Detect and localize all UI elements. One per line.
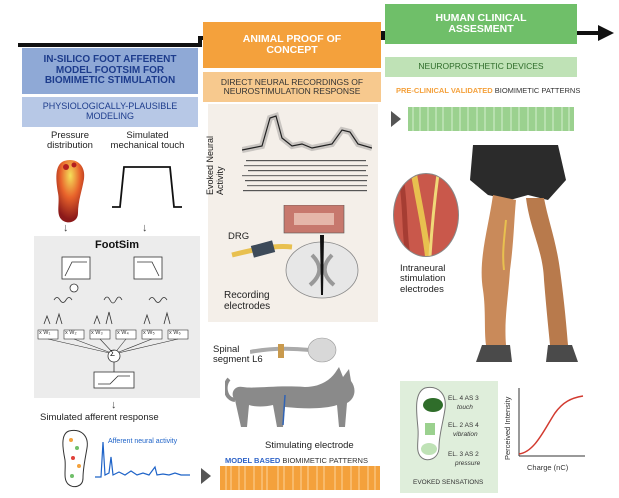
animal-pattern-prefix: MODEL BASED [225, 456, 281, 465]
touch-label: Simulated mechanical touch [110, 130, 185, 152]
animal-subtitle-box: DIRECT NEURAL RECORDINGS OF NEUROSTIMULA… [203, 72, 381, 102]
weight-1: x W₁ [39, 330, 51, 336]
spinal-segment-image [250, 337, 337, 363]
animal-title: ANIMAL PROOF OF CONCEPT [242, 32, 342, 56]
silico-subtitle-box: PHYSIOLOGICALLY-PLAUSIBLE MODELING [22, 97, 198, 127]
afferent-foot-image [62, 429, 88, 488]
silico-subtitle: PHYSIOLOGICALLY-PLAUSIBLE MODELING [42, 101, 178, 121]
human-subtitle-box: NEUROPROSTHETIC DEVICES [385, 57, 577, 77]
afferent-activity-trace [95, 441, 190, 478]
spinal-cord-image [231, 205, 359, 299]
sensation-foot-image [416, 386, 446, 461]
stim-label: Stimulating electrode [265, 440, 354, 451]
human-pattern-caption: PRE-CLINICAL VALIDATED BIOMIMETIC PATTER… [396, 86, 580, 95]
drg-label: DRG [228, 231, 250, 242]
intensity-y-label: Perceived Intensity [503, 396, 512, 460]
play-arrow-animal [201, 468, 211, 484]
el1-label: EL. 4 AS 3 [448, 395, 479, 402]
pressure-label: Pressure distribution [47, 130, 93, 152]
sum-symbol: Σ [110, 349, 115, 358]
footsim-label: FootSim [95, 239, 139, 251]
down-arrow-right: ↓ [142, 222, 148, 234]
silico-title: IN-SILICO FOOT AFFERENT MODEL FOOTSIM FO… [43, 54, 177, 87]
animal-pattern-caption: MODEL BASED BIOMIMETIC PATTERNS [225, 456, 368, 465]
human-pattern-bar [408, 107, 574, 131]
mechanical-touch-trace [112, 166, 182, 208]
human-title: HUMAN CLINICAL ASSESMENT [435, 11, 527, 35]
recording-label: Recording electrodes [224, 290, 271, 312]
sensations-panel [400, 381, 498, 493]
down-arrow-response: ↓ [111, 399, 117, 411]
response-label: Simulated afferent response [40, 412, 159, 423]
human-pattern-suffix: BIOMIMETIC PATTERNS [494, 86, 581, 95]
human-subtitle: NEUROPROSTHETIC DEVICES [418, 61, 544, 72]
spinal-label: Spinal segment L6 [213, 344, 263, 366]
weight-2: x W₂ [65, 330, 77, 336]
el2-label: EL. 2 AS 4 [448, 422, 479, 429]
weight-4: x W₄ [117, 330, 129, 336]
intensity-x-label: Charge (nC) [527, 463, 569, 472]
activity-label: Afferent neural activity [108, 438, 178, 445]
intraneural-inset [393, 173, 459, 257]
animal-subtitle: DIRECT NEURAL RECORDINGS OF NEUROSTIMULA… [220, 76, 364, 96]
pressure-foot-image [56, 159, 85, 223]
human-title-box: HUMAN CLINICAL ASSESMENT [385, 4, 577, 44]
evoked-activity-plot [242, 112, 372, 192]
evoked-sensations-label: EVOKED SENSATIONS [413, 479, 484, 486]
intraneural-label: Intraneural stimulation electrodes [400, 263, 446, 295]
weight-6: x W₆ [169, 330, 181, 336]
weight-5: x W₅ [143, 330, 155, 336]
el1-sub: touch [457, 404, 473, 411]
down-arrow-left: ↓ [63, 222, 69, 234]
human-pattern-prefix: PRE-CLINICAL VALIDATED [396, 86, 493, 95]
el3-label: EL. 3 AS 2 [448, 451, 479, 458]
silico-title-box: IN-SILICO FOOT AFFERENT MODEL FOOTSIM FO… [22, 48, 198, 94]
weight-3: x W₃ [91, 330, 103, 336]
evoked-label: Evoked Neural Activity [205, 135, 225, 195]
animal-title-box: ANIMAL PROOF OF CONCEPT [203, 22, 381, 68]
animal-pattern-bar [220, 466, 380, 490]
footsim-diagram [37, 256, 189, 389]
animal-pattern-suffix: BIOMIMETIC PATTERNS [282, 456, 368, 465]
cat-image [225, 367, 355, 427]
intensity-curve [518, 388, 585, 457]
el3-sub: pressure [455, 460, 481, 467]
el2-sub: vibration [453, 431, 478, 438]
runner-image [470, 145, 578, 362]
play-arrow-human [391, 111, 401, 127]
